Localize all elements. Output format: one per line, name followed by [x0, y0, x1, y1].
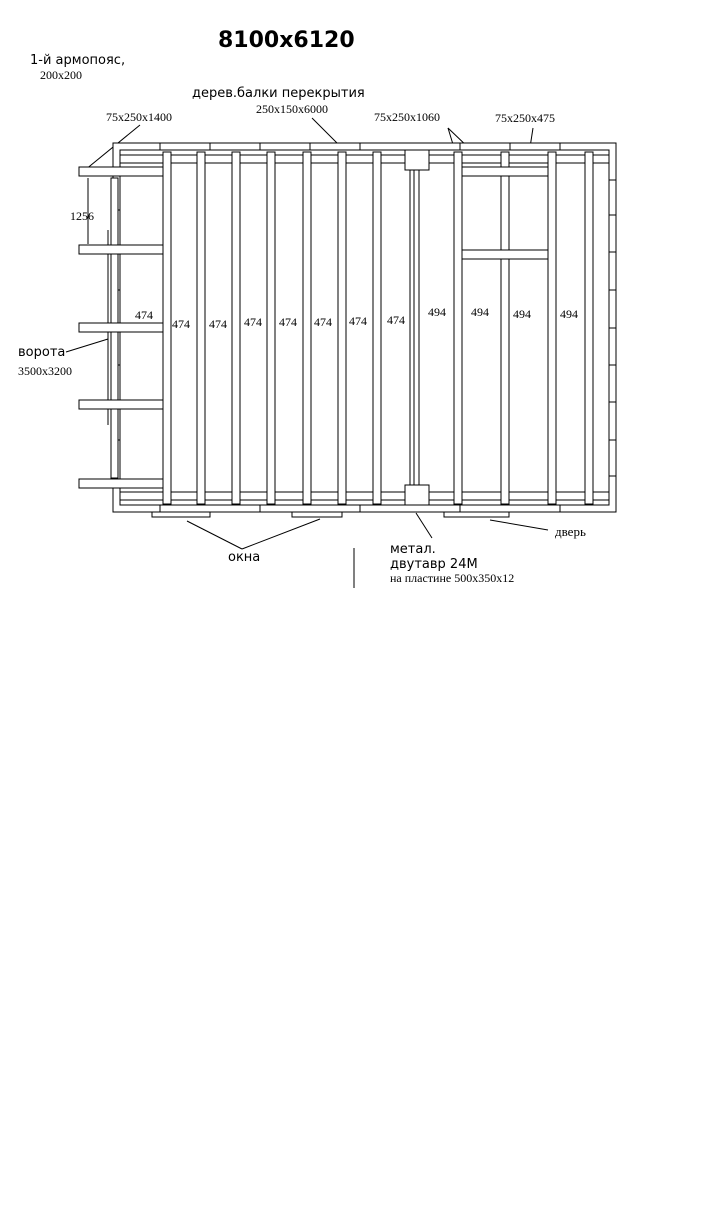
spacing-label: 494	[471, 305, 489, 319]
stair-board-mid	[461, 249, 549, 260]
bottom-support-rail	[119, 491, 610, 501]
ibeam-plate-bottom	[404, 484, 430, 506]
window-2	[291, 511, 343, 518]
door-opening	[443, 511, 510, 518]
spacing-label: 474	[244, 315, 262, 329]
spacing-label: 474	[387, 313, 405, 327]
spacing-label: 474	[135, 308, 153, 322]
gate-label-line2: 3500x3200	[18, 364, 72, 378]
ibeam-plate-top	[404, 149, 430, 171]
board-475-label: 75x250x475	[495, 111, 555, 125]
left-board-1	[78, 166, 164, 177]
windows-label: окна	[228, 550, 260, 565]
armopoyas-label-line2: 200x200	[40, 68, 82, 82]
door-label: дверь	[555, 524, 586, 539]
leader-window-1	[186, 520, 243, 550]
gate-label-line1: ворота	[18, 345, 65, 360]
window-1	[151, 511, 211, 518]
dim-1256-label: 1256	[70, 209, 94, 223]
top-support-rail	[119, 154, 610, 164]
spacing-label: 474	[314, 315, 332, 329]
stair-board-top	[461, 166, 549, 177]
metal-label-line1: метал.	[390, 542, 436, 557]
spacing-label: 474	[209, 317, 227, 331]
spacing-label: 494	[428, 305, 446, 319]
beams-label-line2: 250x150x6000	[256, 102, 328, 116]
armopoyas-label-line1: 1-й армопояс,	[30, 53, 125, 68]
leader-gate	[65, 338, 109, 353]
board-1060-label: 75x250x1060	[374, 110, 440, 124]
wooden-beams-left	[162, 151, 382, 505]
leader-window-2	[241, 518, 321, 550]
spacing-labels-left: 474 474 474 474 474 474 474 474	[135, 308, 405, 331]
drawing-title: 8100x6120	[218, 28, 355, 53]
left-board-4	[78, 399, 164, 410]
metal-label-line3: на пластине 500x350x12	[390, 571, 514, 585]
spacing-label: 474	[279, 315, 297, 329]
leader-door	[489, 519, 549, 531]
board-1400-label: 75x250x1400	[106, 110, 172, 124]
wooden-beams-right	[453, 151, 594, 505]
spacing-label: 474	[172, 317, 190, 331]
spacing-label: 494	[560, 307, 578, 321]
left-board-5	[78, 478, 164, 489]
spacing-labels-right: 494 494 494 494	[428, 305, 578, 321]
beams-label-line1: дерев.балки перекрытия	[192, 86, 365, 101]
spacing-label: 474	[349, 314, 367, 328]
left-board-2	[78, 244, 164, 255]
leader-metal	[415, 512, 433, 539]
metal-label-line2: двутавр 24М	[390, 557, 478, 572]
left-board-3	[78, 322, 164, 333]
spacing-label: 494	[513, 307, 531, 321]
